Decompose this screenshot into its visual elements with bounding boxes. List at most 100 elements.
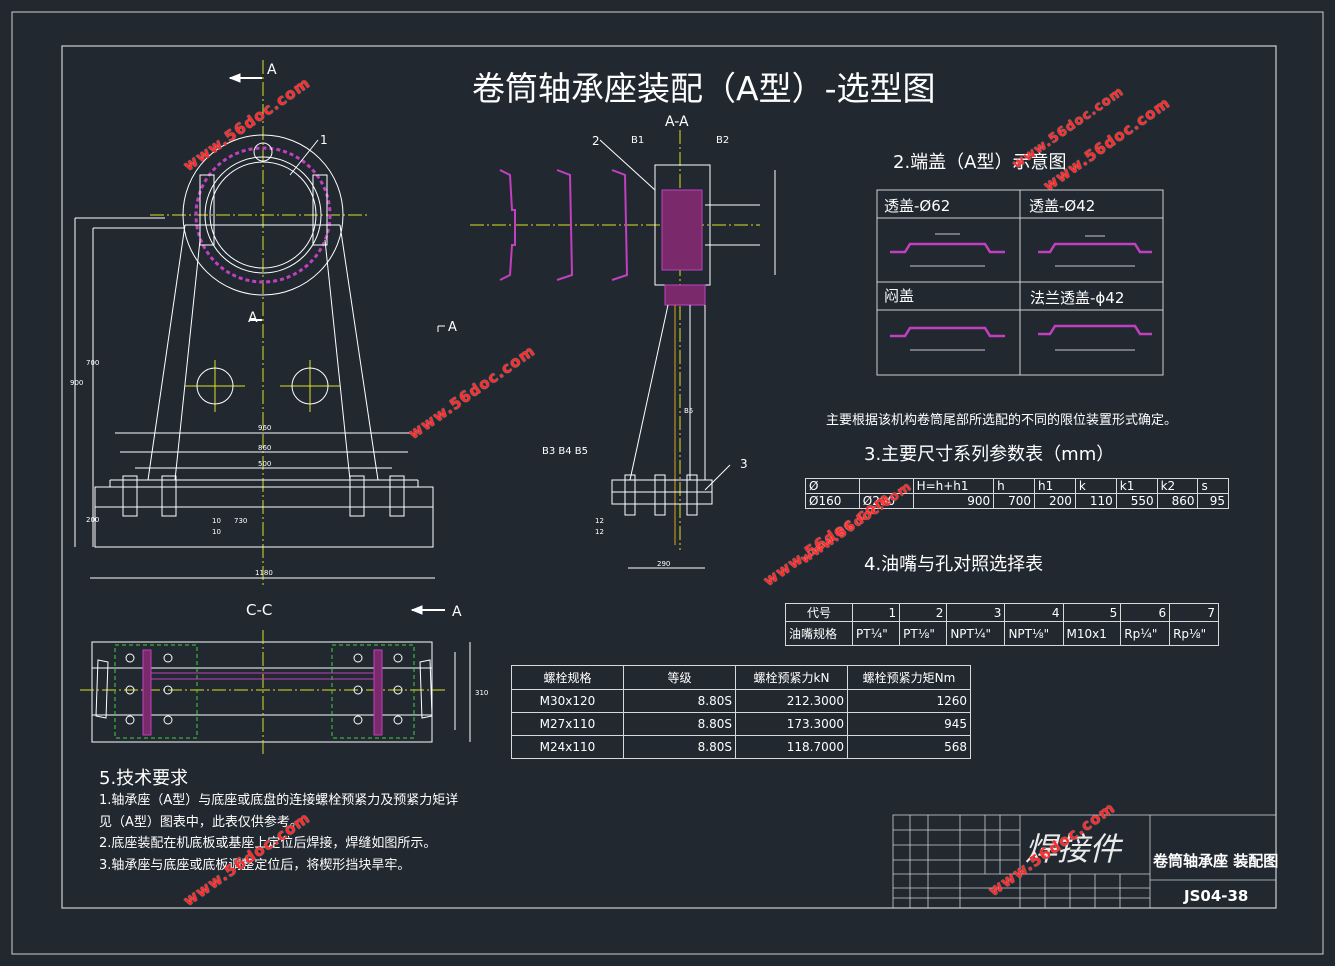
requirement-2: 2.底座装配在机底板或基座上定位后焊接，焊缝如图所示。 [99,836,437,851]
oil-col-5: 5 [1062,603,1122,622]
dim-900: 900 [70,379,83,387]
handwriting-weldment: 焊接件 [1025,830,1124,868]
sheet-outer-border [11,11,1324,955]
oil-col-1: 1 [852,603,901,622]
bolt-r1-torque: 1260 [847,689,971,713]
dim-col-5: k [1074,478,1117,494]
cut-arrow-label-right: A [448,320,457,335]
oil-val-3: NPT¼" [946,621,1006,646]
dim-val-8: 95 [1197,493,1229,509]
bolt-row-2: M27x110 8.80S 173.3000 945 [511,712,971,736]
section-cc-view [80,605,471,755]
bolt-table: 螺栓规格 等级 螺栓预紧力kN 螺栓预紧力矩Nm M30x120 8.80S 2… [511,665,971,759]
bolt-r3-torque: 568 [847,735,971,759]
dim-table-heading: 3.主要尺寸系列参数表（mm） [864,444,1114,465]
bolt-r1-force: 212.3000 [735,689,848,713]
drawing-number: JS04-38 [1183,887,1248,905]
weld-730: 730 [234,517,247,525]
end-cover-cell-4: 法兰透盖-ϕ42 [1030,289,1124,307]
dim-b5: B5 [684,407,693,415]
dim-960: 960 [258,424,271,432]
callout-3: 3 [740,457,748,471]
front-view [74,60,445,585]
bolt-row-3: M24x110 8.80S 118.7000 568 [511,735,971,759]
dim-500: 500 [258,460,271,468]
dim-col-2: H=h+h1 [912,478,995,494]
selection-note: 主要根据该机构卷筒尾部所选配的不同的限位装置形式确定。 [826,412,1177,428]
section-cc-label: C-C [246,601,272,619]
oil-val-1: PT¼" [852,621,901,646]
callout-2: 2 [592,134,600,148]
oil-table-heading: 4.油嘴与孔对照选择表 [864,554,1043,575]
dim-val-5: 110 [1074,493,1117,509]
bolt-r3-grade: 8.80S [623,735,736,759]
oil-col-0: 代号 [784,603,854,622]
oil-val-2: PT⅛" [899,621,948,646]
requirement-3: 3.轴承座与底座或底板调整定位后，将楔形挡块旱牢。 [99,857,411,873]
dim-860: 860 [258,444,271,452]
dim-val-0: Ø160 [805,493,860,509]
oil-table-row: 油嘴规格 PT¼" PT⅛" NPT¼" NPT⅛" M10x1 Rp¼" Rp… [784,621,1219,646]
bolt-r1-grade: 8.80S [623,689,736,713]
bolt-r2-torque: 945 [847,712,971,736]
dimension-table-row: Ø160 Ø290 900 700 200 110 550 860 95 [805,493,1229,509]
dim-col-6: k1 [1115,478,1158,494]
oil-col-3: 3 [946,603,1006,622]
bolt-col-3: 螺栓预紧力矩Nm [847,665,971,690]
bolt-r3-force: 118.7000 [735,735,848,759]
oil-col-2: 2 [899,603,948,622]
bolt-row-1: M30x120 8.80S 212.3000 1260 [511,689,971,713]
bolt-r2-force: 173.3000 [735,712,848,736]
oil-val-4: NPT⅛" [1004,621,1064,646]
dim-290: 290 [657,560,670,568]
dim-val-7: 860 [1156,493,1199,509]
section-aa-label: A-A [665,114,689,130]
cut-label-top: A [267,62,277,78]
oil-val-6: Rp¼" [1120,621,1171,646]
bolt-r2-grade: 8.80S [623,712,736,736]
cut-arrow-label-cc: A [452,604,462,620]
oil-col-4: 4 [1004,603,1064,622]
cut-label-bottom: A [248,310,258,326]
end-cover-cell-2: 透盖-Ø42 [1029,197,1095,215]
oil-nozzle-table: 代号 1 2 3 4 5 6 7 油嘴规格 PT¼" PT⅛" NPT¼" NP… [784,603,1219,646]
dimension-table-header: Ø H=h+h1 h h1 k k1 k2 s [805,478,1229,494]
dim-col-3: h [993,478,1036,494]
bolt-r1-spec: M30x120 [511,689,624,713]
requirement-1: 1.轴承座（A型）与底座或底盘的连接螺栓预紧力及预紧力矩详见（A型）图表中，此表… [99,793,459,830]
callout-1: 1 [320,133,328,147]
callout-b345: B3 B4 B5 [542,446,588,457]
sheet-frame [61,45,1277,909]
dim-val-1: Ø290 [858,493,914,509]
drawing-name: 卷筒轴承座 装配图 [1152,852,1278,870]
oil-val-5: M10x1 [1062,621,1122,646]
dim-val-3: 700 [993,493,1036,509]
technical-requirements: 1.轴承座（A型）与底座或底盘的连接螺栓预紧力及预紧力矩详见（A型）图表中，此表… [99,790,459,876]
oil-table-header: 代号 1 2 3 4 5 6 7 [784,603,1219,622]
section-aa-view [470,130,776,569]
oil-col-7: 7 [1169,603,1219,622]
bolt-r3-spec: M24x110 [511,735,624,759]
dim-col-4: h1 [1034,478,1076,494]
title-block-grid [892,814,1277,909]
dim-val-2: 900 [912,493,995,509]
oil-col-6: 6 [1120,603,1171,622]
oil-val-0: 油嘴规格 [784,621,854,646]
end-cover-cell-3: 闷盖 [884,287,914,305]
weld-10b: 10 [212,528,221,536]
dimension-table: Ø H=h+h1 h h1 k k1 k2 s Ø160 Ø290 900 70… [805,478,1229,509]
end-cover-sketches [890,242,1152,338]
bolt-r2-spec: M27x110 [511,712,624,736]
dim-val-4: 200 [1034,493,1076,509]
dim-200: 200 [86,516,99,524]
bolt-table-header: 螺栓规格 等级 螺栓预紧力kN 螺栓预紧力矩Nm [511,665,971,690]
requirements-heading: 5.技术要求 [99,768,188,789]
dim-310: 310 [475,689,488,697]
dim-col-8: s [1197,478,1229,494]
callout-b2: B2 [716,135,729,146]
dim-1180: 1180 [255,569,273,577]
dim-col-7: k2 [1156,478,1199,494]
callout-b1: B1 [631,135,644,146]
weld-12b: 12 [595,528,604,536]
